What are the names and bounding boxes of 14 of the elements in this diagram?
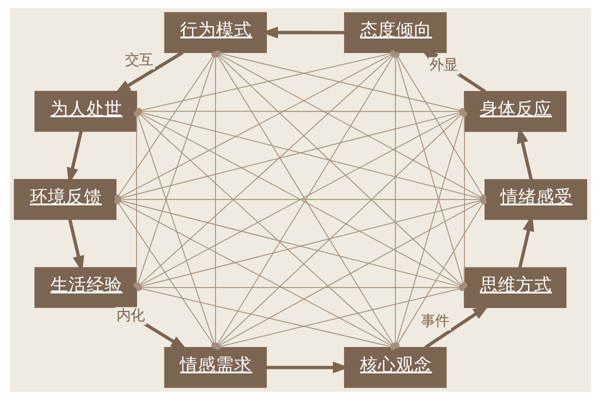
edge-label: 外显 [429,58,458,74]
node-box: 核心观念 [344,347,446,388]
edge-label: 交互 [124,52,153,68]
edge-label: 事件 [420,313,449,330]
node-box: 生活经验 [34,267,137,308]
node-box: 情绪感受 [484,179,587,220]
node-box: 身体反应 [463,91,566,132]
node-box: 环境反馈 [13,179,116,220]
node-box: 思维方式 [463,267,566,308]
node-box: 为人处世 [34,90,137,132]
node-box: 情感需求 [164,347,266,388]
node-box: 态度倾向 [344,12,446,54]
edge-label: 内化 [116,308,144,324]
node-box: 行为模式 [164,12,266,53]
